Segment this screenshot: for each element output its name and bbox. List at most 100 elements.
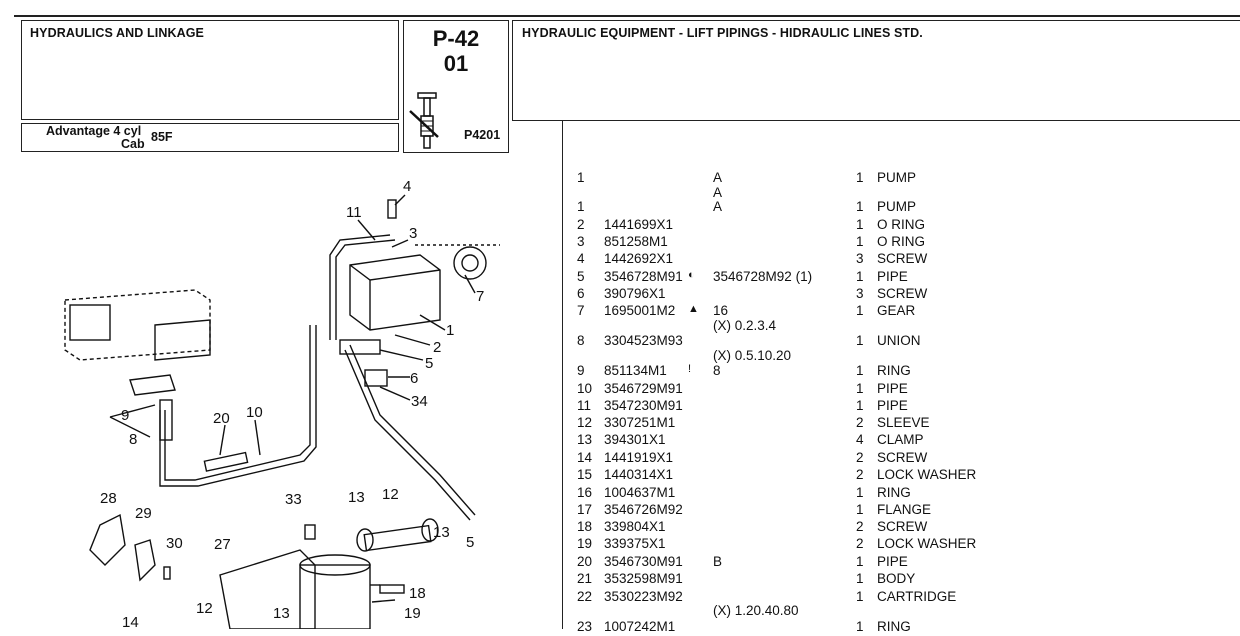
part-pn: 3546730M91 xyxy=(604,554,683,569)
part-no: 14 xyxy=(577,450,593,465)
part-desc: LOCK WASHER xyxy=(877,536,977,551)
part-pn: 1007242M1 xyxy=(604,619,676,634)
callout-13b: 13 xyxy=(433,524,450,541)
part-pn: 1441919X1 xyxy=(604,450,674,465)
part-qty: 2 xyxy=(856,415,864,430)
part-qty: 3 xyxy=(856,251,864,266)
part-no: 17 xyxy=(577,502,593,517)
column-divider xyxy=(562,121,563,629)
callout-5b: 5 xyxy=(466,534,474,551)
callout-19: 19 xyxy=(404,605,421,622)
part-no: 10 xyxy=(577,381,593,396)
callout-11: 11 xyxy=(346,204,362,221)
callout-28: 28 xyxy=(100,490,117,507)
model-name: Advantage 4 cyl xyxy=(46,124,142,138)
part-no: 20 xyxy=(577,554,593,569)
part-qty: 1 xyxy=(856,398,864,413)
note: (X) 0.2.3.4 xyxy=(713,318,777,333)
part-desc: CARTRIDGE xyxy=(877,589,957,604)
section-title-box: HYDRAULICS AND LINKAGE xyxy=(21,20,399,120)
top-rule xyxy=(14,15,1240,17)
valve-icon xyxy=(409,92,439,149)
part-pn: 1004637M1 xyxy=(604,485,676,500)
illustration-ref: P4201 xyxy=(464,128,501,142)
part-qty: 1 xyxy=(856,199,864,214)
part-no: 3 xyxy=(577,234,585,249)
description-box: HYDRAULIC EQUIPMENT - LIFT PIPINGS - HID… xyxy=(512,20,1240,121)
part-pn: 3532598M91 xyxy=(604,571,683,586)
part-qty: 4 xyxy=(856,432,864,447)
callout-7: 7 xyxy=(476,288,484,305)
callout-8: 8 xyxy=(129,431,137,448)
part-pn: 851258M1 xyxy=(604,234,668,249)
part-desc: CLAMP xyxy=(877,432,924,447)
part-no: 21 xyxy=(577,571,593,586)
part-ref: 3546728M92 (1) xyxy=(713,269,813,284)
callout-1: 1 xyxy=(446,322,454,339)
callout-4: 4 xyxy=(403,178,411,195)
model-variant: Cab xyxy=(121,137,145,151)
part-sym: ▲ xyxy=(688,303,699,315)
part-desc: GEAR xyxy=(877,303,916,318)
page-code: P-42 xyxy=(432,26,480,51)
part-no: 19 xyxy=(577,536,593,551)
part-no: 22 xyxy=(577,589,593,604)
part-desc: SLEEVE xyxy=(877,415,930,430)
part-no: 6 xyxy=(577,286,585,301)
part-no: 1 xyxy=(577,199,585,214)
part-no: 12 xyxy=(577,415,593,430)
part-qty: 2 xyxy=(856,519,864,534)
part-qty: 1 xyxy=(856,381,864,396)
part-no: 2 xyxy=(577,217,585,232)
callout-29: 29 xyxy=(135,505,152,522)
part-qty: 1 xyxy=(856,363,864,378)
part-desc: FLANGE xyxy=(877,502,932,517)
part-no: 11 xyxy=(577,398,592,413)
part-ref: B xyxy=(713,554,723,569)
model-box: Advantage 4 cyl Cab 85F xyxy=(21,123,399,152)
callout-2: 2 xyxy=(433,339,441,356)
part-desc: O RING xyxy=(877,217,926,232)
part-no: 23 xyxy=(577,619,593,634)
callout-9: 9 xyxy=(121,407,129,424)
part-no: 8 xyxy=(577,333,585,348)
part-desc: PIPE xyxy=(877,398,908,413)
part-desc: PIPE xyxy=(877,554,908,569)
part-sym: ◐ xyxy=(688,269,695,281)
part-desc: SCREW xyxy=(877,450,928,465)
part-desc: BODY xyxy=(877,571,916,586)
part-no: 4 xyxy=(577,251,585,266)
part-pn: 390796X1 xyxy=(604,286,666,301)
part-pn: 394301X1 xyxy=(604,432,666,447)
part-qty: 3 xyxy=(856,286,864,301)
part-desc: RING xyxy=(877,619,911,634)
page-code-box: P-42 01 P4201 xyxy=(403,20,509,153)
callout-14: 14 xyxy=(122,614,139,629)
callout-5a: 5 xyxy=(425,355,433,372)
part-qty: 2 xyxy=(856,450,864,465)
part-ref: 16 xyxy=(713,303,729,318)
part-pn: 1440314X1 xyxy=(604,467,674,482)
callout-18: 18 xyxy=(409,585,426,602)
note: (X) 1.20.40.80 xyxy=(713,603,799,618)
part-pn: 1442692X1 xyxy=(604,251,674,266)
part-no: 1 xyxy=(577,170,585,185)
part-qty: 1 xyxy=(856,234,864,249)
part-pn: 3546728M91 xyxy=(604,269,683,284)
part-qty: 1 xyxy=(856,217,864,232)
callout-12b: 12 xyxy=(196,600,213,617)
part-qty: 1 xyxy=(856,571,864,586)
part-qty: 1 xyxy=(856,589,864,604)
part-pn: 1695001M2 xyxy=(604,303,676,318)
part-qty: 1 xyxy=(856,485,864,500)
part-no: 7 xyxy=(577,303,585,318)
part-ref: A xyxy=(713,199,723,214)
part-qty: 2 xyxy=(856,536,864,551)
part-pn: 339804X1 xyxy=(604,519,666,534)
part-pn: 3307251M1 xyxy=(604,415,676,430)
part-no: 16 xyxy=(577,485,593,500)
page-description: HYDRAULIC EQUIPMENT - LIFT PIPINGS - HID… xyxy=(522,26,923,40)
section-title: HYDRAULICS AND LINKAGE xyxy=(30,26,204,40)
part-no: 18 xyxy=(577,519,593,534)
part-pn: 3547230M91 xyxy=(604,398,683,413)
